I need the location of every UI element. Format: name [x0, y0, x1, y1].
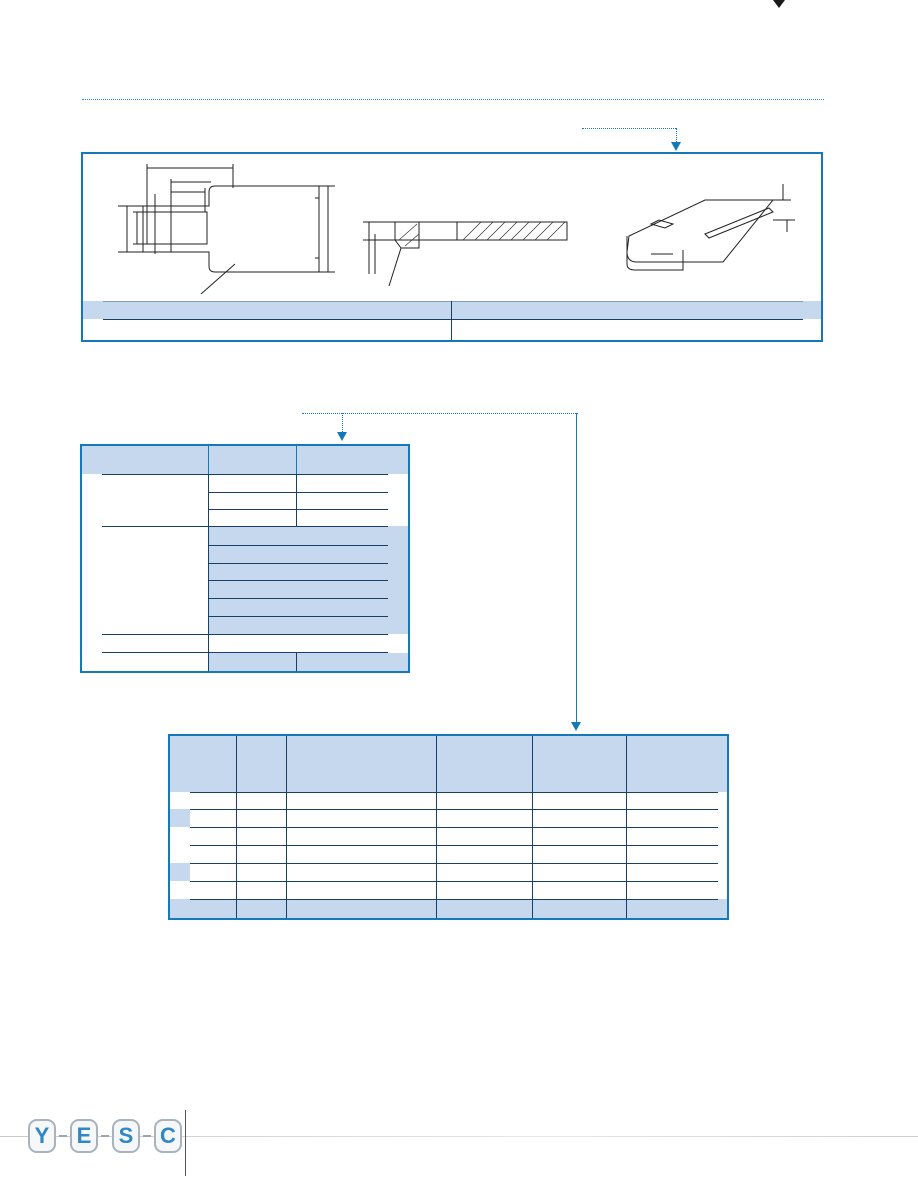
row-divider [208, 545, 388, 546]
column-divider [208, 474, 209, 526]
logo-letter: E [70, 1119, 98, 1153]
spec-table-2 [168, 734, 729, 920]
callout-line [576, 413, 577, 723]
row-divider [190, 863, 718, 864]
yesc-logo: Y E S C [28, 1117, 182, 1155]
spec-row-header [83, 301, 821, 319]
row-divider [208, 563, 388, 564]
logo-dash [101, 1135, 109, 1137]
row-divider [190, 845, 718, 846]
column-divider [208, 526, 209, 634]
table-shaded-row [170, 899, 727, 918]
callout-line [302, 413, 578, 414]
column-divider [208, 634, 209, 652]
row-divider [103, 301, 803, 302]
row-divider [102, 634, 388, 635]
logo-dash [143, 1135, 151, 1137]
column-divider [296, 474, 297, 526]
footer-divider [185, 1110, 186, 1176]
callout-line [342, 413, 343, 432]
logo-letter: Y [28, 1119, 56, 1153]
table-header-row [82, 446, 408, 474]
row-divider [190, 899, 718, 900]
callout-arrow-icon [671, 142, 681, 151]
section-rule [82, 99, 824, 100]
table-header-row [170, 736, 727, 792]
column-divider [296, 652, 297, 671]
row-divider [208, 598, 388, 599]
spec-table-1 [80, 444, 410, 673]
table-shaded-cell [208, 653, 408, 671]
column-divider [451, 301, 452, 340]
row-divider [208, 509, 388, 510]
row-divider [102, 652, 388, 653]
row-divider [102, 526, 388, 527]
row-divider [190, 827, 718, 828]
column-divider [208, 652, 209, 671]
row-divider [190, 792, 718, 793]
row-divider [208, 580, 388, 581]
logo-dash [59, 1135, 67, 1137]
page-corner-marker [773, 0, 785, 8]
table-shaded-cell [170, 863, 190, 881]
footer-rule [0, 1136, 918, 1137]
row-divider [190, 881, 718, 882]
row-divider [190, 809, 718, 810]
callout-arrow-icon [571, 722, 581, 731]
row-divider [208, 492, 388, 493]
row-divider [103, 319, 803, 320]
column-divider [208, 446, 209, 474]
callout-line [676, 128, 677, 142]
row-divider [102, 474, 388, 475]
row-divider [208, 616, 388, 617]
technical-drawings [118, 164, 795, 295]
callout-arrow-icon [337, 432, 347, 441]
column-divider [296, 446, 297, 474]
logo-letter: S [112, 1119, 140, 1153]
drawing-panel [81, 152, 823, 342]
logo-letter: C [154, 1119, 182, 1153]
table-shaded-cell [170, 809, 190, 827]
callout-line [582, 128, 676, 129]
